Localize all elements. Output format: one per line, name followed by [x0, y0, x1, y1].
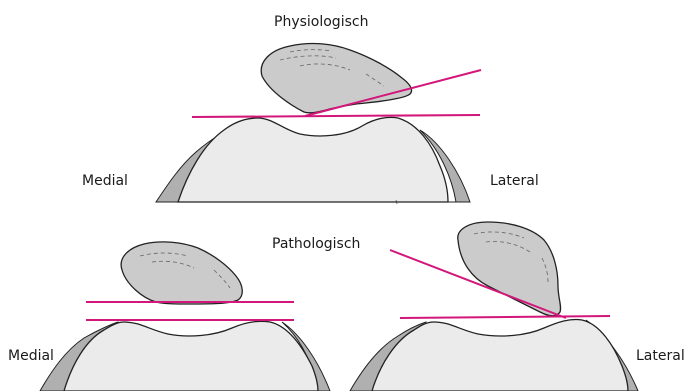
top-panel-physiological: [156, 43, 481, 204]
br-patella: [458, 222, 561, 316]
top-patella: [261, 43, 411, 112]
label-physiologisch: Physiologisch: [274, 14, 368, 30]
label-pathologisch: Pathologisch: [272, 236, 360, 252]
label-top-medial: Medial: [82, 173, 128, 189]
top-femur-condyle: [178, 117, 448, 202]
br-baseline-line: [400, 316, 610, 318]
top-baseline-line: [192, 115, 480, 117]
bl-femur-condyle: [64, 321, 318, 391]
label-bottom-lateral: Lateral: [636, 348, 685, 364]
bl-patella: [121, 242, 242, 304]
label-bottom-medial: Medial: [8, 348, 54, 364]
label-top-lateral: Lateral: [490, 173, 539, 189]
bottom-left-panel: [40, 242, 330, 391]
bottom-right-panel: [350, 222, 638, 391]
